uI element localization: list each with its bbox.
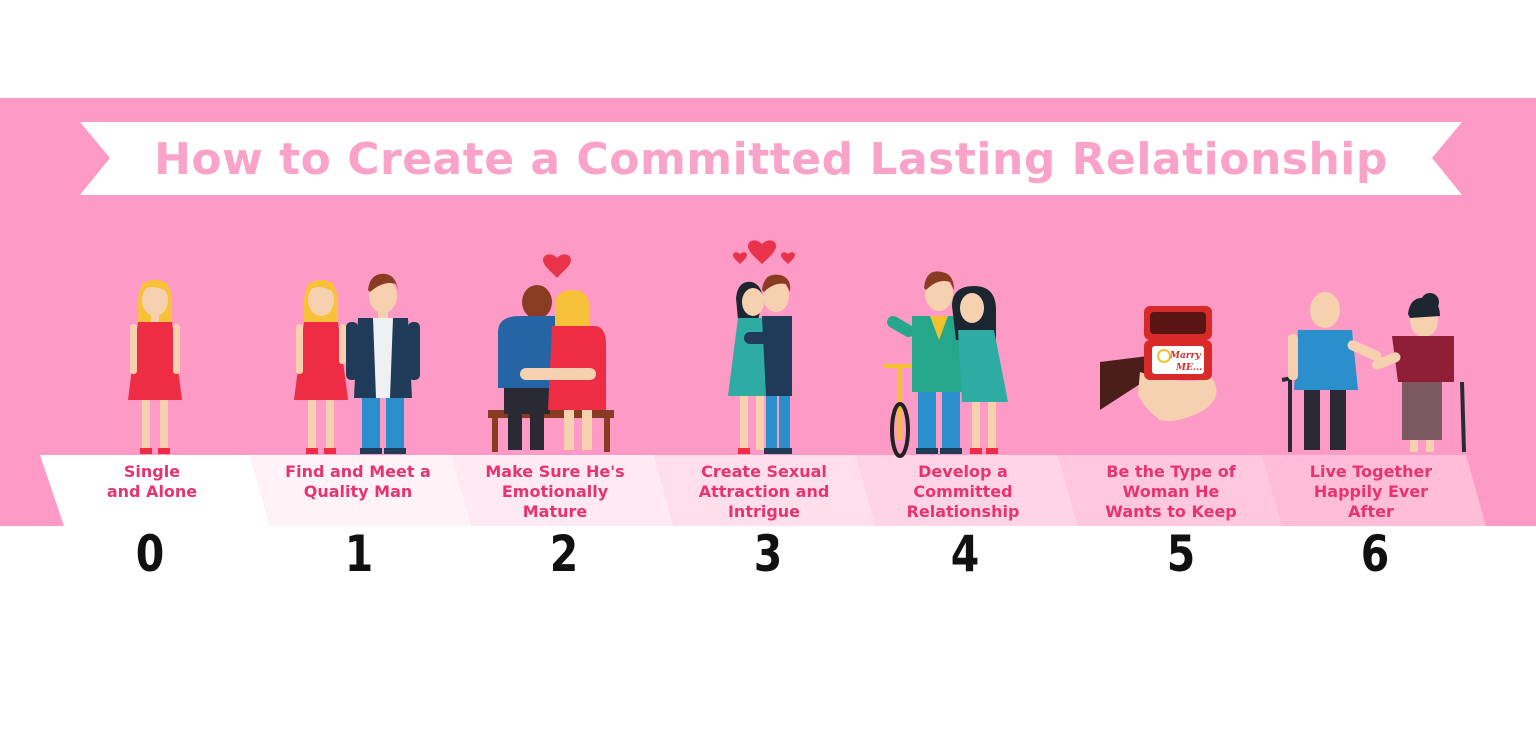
step-tabs bbox=[40, 455, 1486, 526]
step-tab-5 bbox=[1058, 455, 1282, 526]
heart-icon bbox=[748, 240, 776, 264]
step-number-2: 2 bbox=[549, 525, 579, 583]
step-number-6: 6 bbox=[1360, 525, 1390, 583]
couple-on-bench-illustration bbox=[488, 254, 614, 452]
step-number-3: 3 bbox=[753, 525, 783, 583]
elderly-couple-illustration bbox=[1281, 292, 1466, 453]
step-number-4: 4 bbox=[950, 525, 980, 583]
ring-box-line-1: Marry bbox=[1169, 351, 1201, 361]
step-tab-2 bbox=[452, 455, 674, 526]
single-woman-illustration bbox=[128, 280, 182, 454]
heart-icon bbox=[733, 252, 747, 264]
step-label-4: Develop a Committed Relationship bbox=[906, 462, 1020, 521]
committed-couple-with-bike-illustration bbox=[884, 271, 1008, 458]
page-title: How to Create a Committed Lasting Relati… bbox=[154, 134, 1388, 185]
step-label-1: Find and Meet a Quality Man bbox=[285, 462, 431, 501]
ring-box-line-2: ME... bbox=[1175, 363, 1202, 373]
step-number-1: 1 bbox=[344, 525, 374, 583]
heart-icon bbox=[543, 254, 571, 278]
kissing-couple-illustration bbox=[728, 240, 795, 454]
woman-meets-man-illustration bbox=[294, 273, 420, 454]
step-label-6: Live Together Happily Ever After bbox=[1309, 462, 1433, 521]
step-tab-3 bbox=[654, 455, 876, 526]
step-tab-4 bbox=[856, 455, 1078, 526]
heart-icon bbox=[781, 252, 795, 264]
step-number-0: 0 bbox=[135, 525, 165, 583]
step-tab-1 bbox=[250, 455, 472, 526]
step-tab-6 bbox=[1262, 455, 1486, 526]
step-label-2: Make Sure He's Emotionally Mature bbox=[485, 462, 625, 521]
step-label-5: Be the Type of Woman He Wants to Keep bbox=[1105, 462, 1237, 521]
ring-box-proposal-illustration: Marry ME... bbox=[1100, 306, 1217, 421]
step-label-0: Single and Alone bbox=[106, 462, 198, 501]
step-label-3: Create Sexual Attraction and Intrigue bbox=[698, 462, 830, 521]
step-number-5: 5 bbox=[1166, 525, 1196, 583]
step-tab-0 bbox=[40, 455, 270, 526]
